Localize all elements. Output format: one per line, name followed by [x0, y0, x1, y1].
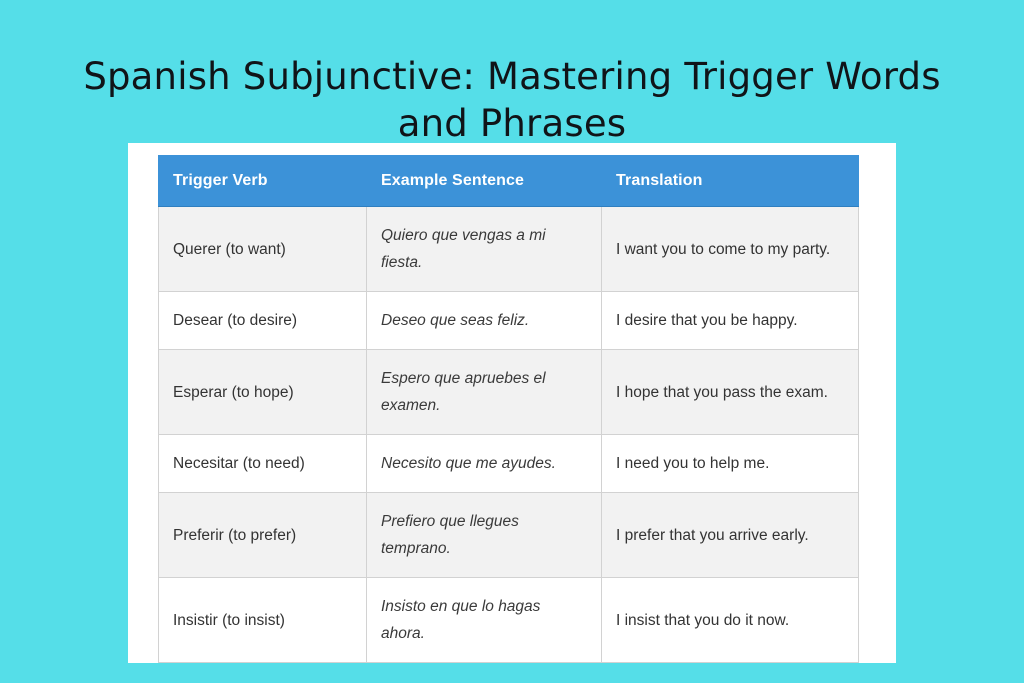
table-row: Esperar (to hope) Espero que apruebes el… [158, 349, 859, 435]
trigger-verbs-table: Trigger Verb Example Sentence Translatio… [158, 155, 859, 663]
cell-example-sentence: Prefiero que llegues temprano. [366, 492, 602, 578]
cell-trigger-verb: Esperar (to hope) [158, 349, 367, 435]
cell-trigger-verb: Insistir (to insist) [158, 577, 367, 663]
cell-translation: I need you to help me. [601, 434, 859, 493]
cell-example-sentence: Espero que apruebes el examen. [366, 349, 602, 435]
cell-example-sentence: Quiero que vengas a mi fiesta. [366, 206, 602, 292]
cell-trigger-verb: Querer (to want) [158, 206, 367, 292]
column-header-translation: Translation [601, 155, 859, 207]
trigger-verbs-table-wrapper: Trigger Verb Example Sentence Translatio… [158, 155, 859, 663]
column-header-example-sentence: Example Sentence [366, 155, 602, 207]
cell-example-sentence: Deseo que seas feliz. [366, 291, 602, 350]
table-row: Insistir (to insist) Insisto en que lo h… [158, 577, 859, 663]
table-row: Querer (to want) Quiero que vengas a mi … [158, 206, 859, 292]
cell-translation: I desire that you be happy. [601, 291, 859, 350]
cell-example-sentence: Necesito que me ayudes. [366, 434, 602, 493]
column-header-trigger-verb: Trigger Verb [158, 155, 367, 207]
cell-translation: I hope that you pass the exam. [601, 349, 859, 435]
cell-translation: I want you to come to my party. [601, 206, 859, 292]
table-row: Preferir (to prefer) Prefiero que llegue… [158, 492, 859, 578]
table-row: Desear (to desire) Deseo que seas feliz.… [158, 291, 859, 350]
cell-example-sentence: Insisto en que lo hagas ahora. [366, 577, 602, 663]
page-title: Spanish Subjunctive: Mastering Trigger W… [83, 54, 941, 145]
cell-translation: I prefer that you arrive early. [601, 492, 859, 578]
table-head: Trigger Verb Example Sentence Translatio… [158, 155, 859, 207]
table-row: Necesitar (to need) Necesito que me ayud… [158, 434, 859, 493]
cell-translation: I insist that you do it now. [601, 577, 859, 663]
cell-trigger-verb: Preferir (to prefer) [158, 492, 367, 578]
table-body: Querer (to want) Quiero que vengas a mi … [158, 206, 859, 663]
cell-trigger-verb: Desear (to desire) [158, 291, 367, 350]
table-header-row: Trigger Verb Example Sentence Translatio… [158, 155, 859, 207]
cell-trigger-verb: Necesitar (to need) [158, 434, 367, 493]
